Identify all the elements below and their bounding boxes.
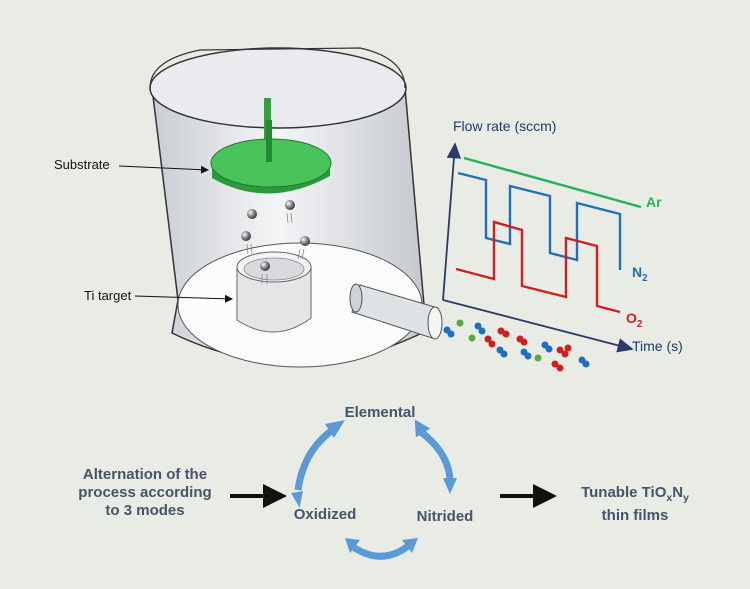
- process-input-text: Alternation of the process according to …: [60, 466, 230, 520]
- process-output-line-2: thin films: [601, 507, 669, 524]
- series-label-n2-symbol: N: [632, 264, 643, 280]
- series-label-ar: Ar: [646, 194, 662, 210]
- process-input-line-3: to 3 modes: [105, 502, 185, 519]
- process-output-line-1: Tunable TiOxNy: [555, 484, 715, 507]
- o2-flow-line: [455, 220, 621, 314]
- series-label-o2-sub: 2: [636, 318, 643, 330]
- substrate-leader: [118, 165, 209, 174]
- cycle-arrow-bottom: [351, 543, 411, 560]
- y-axis: [442, 142, 462, 301]
- process-input-line-1: Alternation of the: [82, 466, 208, 483]
- mode-oxidized: Oxidized: [293, 506, 357, 523]
- mode-elemental: Elemental: [344, 404, 416, 421]
- n2-flow-line: [457, 171, 622, 270]
- y-axis-label: Flow rate (sccm): [453, 118, 557, 134]
- gas-molecules: [443, 319, 590, 372]
- x-axis-label: Time (s): [632, 338, 683, 354]
- mode-nitrided: Nitrided: [416, 508, 474, 525]
- ti-target-leader: [134, 294, 233, 303]
- process-input-line-2: process according: [78, 484, 212, 501]
- substrate-holder: [210, 98, 332, 194]
- output-sub-y: y: [683, 492, 689, 504]
- output-prefix: Tunable TiO: [581, 484, 667, 501]
- process-output-text: Tunable TiOxNy thin films: [555, 484, 715, 525]
- ti-target-label: Ti target: [84, 288, 132, 303]
- series-label-n2: N2: [632, 264, 648, 284]
- ti-target-cylinder: [236, 251, 312, 333]
- cycle-arrow-left: [294, 424, 339, 491]
- output-n: N: [672, 484, 684, 501]
- series-label-o2: O2: [626, 310, 642, 330]
- gas-inlet-pipe: [349, 283, 443, 340]
- series-label-n2-sub: 2: [642, 272, 648, 284]
- sputtered-atoms: [241, 200, 310, 284]
- series-label-o2-symbol: O: [626, 310, 637, 326]
- cycle-arrow-right: [415, 427, 454, 479]
- process-cycle-arrows: [291, 419, 457, 560]
- output-sub-x: x: [666, 492, 673, 504]
- substrate-label: Substrate: [54, 157, 110, 172]
- x-axis: [442, 299, 634, 353]
- ar-flow-line: [463, 156, 642, 209]
- flow-rate-chart: [442, 142, 642, 353]
